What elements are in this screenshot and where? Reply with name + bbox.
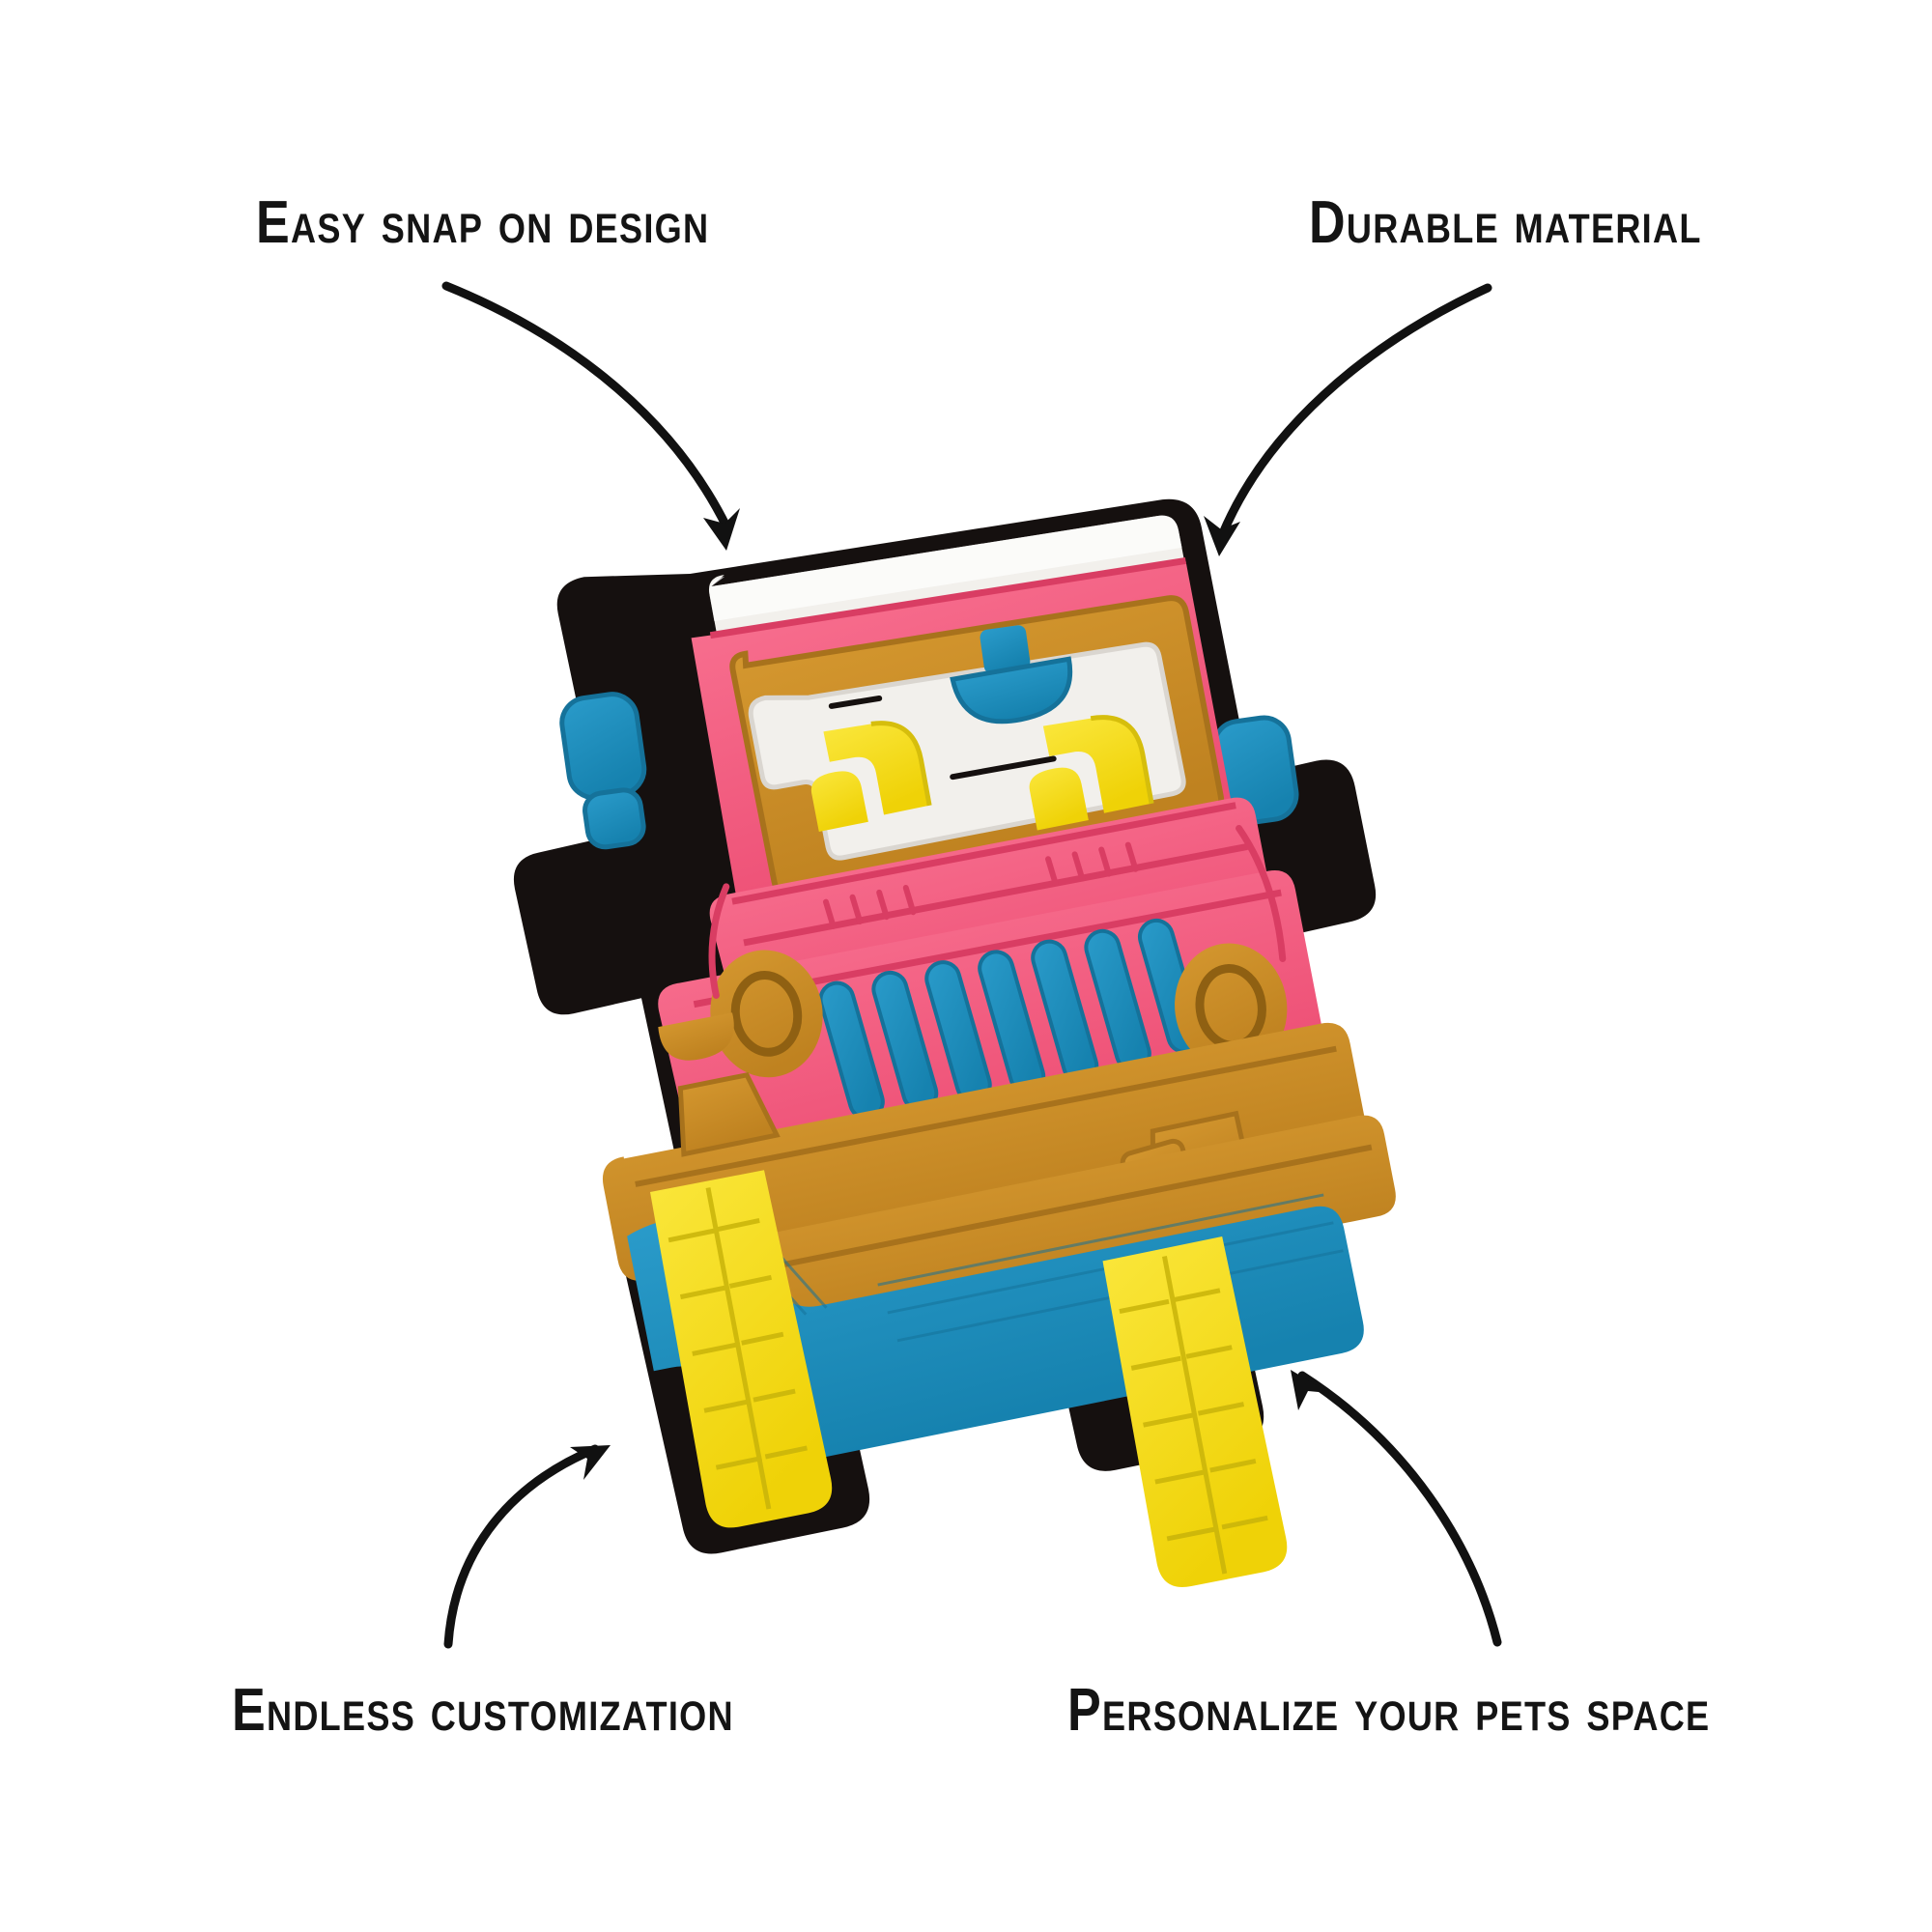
wheel-front-left (650, 1170, 833, 1528)
headlight-left (710, 950, 823, 1078)
body-seams (708, 824, 1287, 999)
turn-signal-left (658, 1012, 734, 1061)
side-mirror-left (559, 692, 647, 850)
chassis-skirt (646, 1115, 1396, 1356)
feature-label-durable-material: Durable material (1309, 189, 1702, 256)
feature-label-easy-snap-on-design: Easy snap on design (256, 189, 710, 256)
grille-slots (818, 918, 1204, 1121)
feature-label-endless-customization: Endless customization (232, 1677, 734, 1744)
wheel-front-right (1102, 1236, 1288, 1587)
seats (810, 715, 1154, 832)
steering-wheel (950, 625, 1073, 724)
feature-label-personalize-your-pets-space: Personalize your pets space (1067, 1677, 1711, 1744)
